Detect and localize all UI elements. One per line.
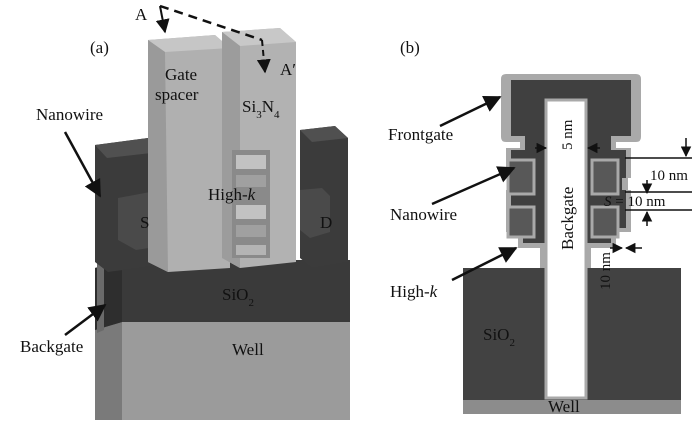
nanowire-right-b bbox=[590, 158, 620, 196]
dimension-lines bbox=[535, 138, 692, 254]
nanowire-pointer-b bbox=[431, 166, 516, 206]
source-label: S bbox=[140, 213, 149, 232]
gate-spacer-left bbox=[148, 35, 230, 272]
well-strip-b bbox=[463, 398, 681, 414]
nanowire-right-lower-b bbox=[590, 205, 620, 239]
high-k-stack bbox=[232, 150, 270, 258]
nanowire-pointer-a bbox=[63, 131, 102, 198]
dim-10nm-bottom-label: 10 nm bbox=[598, 252, 614, 290]
well-label-b: Well bbox=[548, 397, 580, 416]
high-k-label-b: High-k bbox=[390, 282, 438, 301]
high-k-pointer-b bbox=[451, 246, 518, 282]
nanowire-label-b: Nanowire bbox=[390, 205, 457, 224]
dim-s-label: S = 10 nm bbox=[604, 194, 666, 210]
nanowire-left-lower-b bbox=[506, 205, 536, 239]
drain-pad bbox=[300, 126, 348, 268]
dim-10nm-top-label: 10 nm bbox=[650, 168, 688, 184]
sio2-label-a: SiO2 bbox=[222, 285, 254, 309]
gate-spacer-label-line1: Gate bbox=[165, 65, 197, 84]
section-label-a: A bbox=[135, 5, 148, 24]
source-pad bbox=[95, 138, 168, 272]
gate-spacer-label-line2: spacer bbox=[155, 85, 199, 104]
well-block bbox=[95, 320, 350, 420]
backgate-label-b: Backgate bbox=[558, 187, 577, 250]
high-k-label-a: High-k bbox=[208, 185, 256, 204]
section-line bbox=[155, 4, 271, 74]
panel-a-label: (a) bbox=[90, 38, 109, 57]
section-label-a-prime: A′ bbox=[280, 60, 296, 79]
panel-b: (b) Frontgate Nanowire High-k SiO2 Well … bbox=[388, 38, 692, 416]
sio2-label-b: SiO2 bbox=[483, 325, 515, 349]
panel-b-label: (b) bbox=[400, 38, 420, 57]
backgate-label-a: Backgate bbox=[20, 337, 83, 356]
nanowire-label-a: Nanowire bbox=[36, 105, 103, 124]
si3n4-label: Si3N4 bbox=[242, 97, 280, 121]
nanowire-left-b bbox=[506, 158, 536, 196]
drain-label: D bbox=[320, 213, 332, 232]
backgate-pointer-a bbox=[64, 303, 107, 336]
frontgate-pointer-b bbox=[439, 95, 502, 128]
frontgate-label-b: Frontgate bbox=[388, 125, 453, 144]
well-label-a: Well bbox=[232, 340, 264, 359]
panel-a: (a) A A′ Gate spacer Si3N4 High-k Nanowi… bbox=[20, 4, 350, 420]
dim-5nm-label: 5 nm bbox=[560, 119, 576, 150]
backgate-slot-b bbox=[544, 98, 588, 400]
